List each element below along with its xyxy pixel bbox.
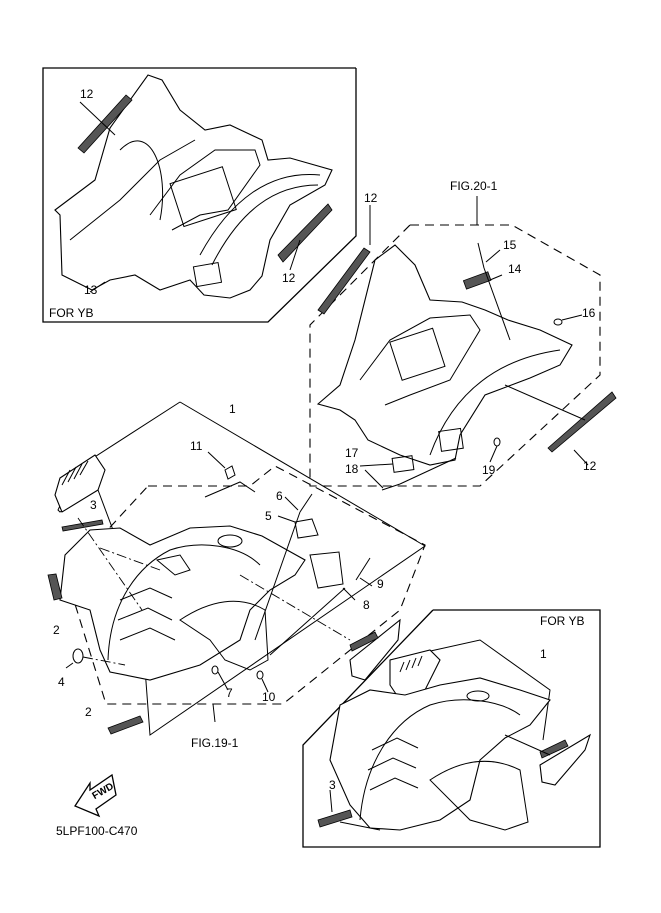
pin-6 — [299, 493, 313, 513]
front-fender — [59, 525, 306, 681]
fwd-arrow-icon — [74, 773, 117, 818]
plate-8 — [309, 551, 344, 589]
part-code: 5LPF100-C470 — [56, 824, 138, 838]
rear-fender-group — [309, 196, 617, 491]
front-fender-yb — [329, 677, 551, 831]
nut-16 — [553, 318, 563, 326]
pin-15 — [477, 242, 485, 269]
inset-top-left — [42, 67, 357, 323]
callout-11: 11 — [190, 439, 203, 453]
callout-18: 18 — [345, 462, 359, 476]
callout-17: 17 — [345, 446, 359, 460]
callout-19: 19 — [482, 463, 496, 477]
callout-3: 3 — [90, 498, 97, 512]
callout-7: 7 — [226, 686, 233, 700]
plate-17 — [391, 455, 415, 473]
side-decal-yamaha-yb — [539, 733, 591, 786]
inset-title-top-left: FOR YB — [49, 306, 94, 320]
callout-6: 6 — [276, 489, 283, 503]
side-decal-yamaha — [349, 618, 401, 681]
inset-top-left-frame — [42, 67, 357, 323]
callout-1: 1 — [229, 402, 236, 416]
inset-bottom-right-frame — [302, 609, 601, 848]
rear-fender-boundary — [309, 224, 601, 487]
callout-2-a: 2 — [53, 623, 60, 637]
callout-12-inset-a: 12 — [80, 87, 94, 101]
decal-12-c — [317, 247, 371, 315]
callout-4: 4 — [58, 675, 65, 689]
callout-5: 5 — [265, 509, 272, 523]
sticker-14 — [462, 271, 492, 290]
decal-3-yb — [317, 809, 353, 828]
callout-1-inset: 1 — [540, 647, 547, 661]
inset-bottom-right — [302, 609, 601, 848]
emblem-4 — [72, 648, 84, 664]
inset-title-bottom-right: FOR YB — [540, 614, 585, 628]
callout-2-b: 2 — [85, 705, 92, 719]
decal-3 — [61, 519, 104, 532]
callout-8: 8 — [363, 598, 370, 612]
nut-7 — [211, 665, 219, 675]
fig-ref-front: FIG.19-1 — [191, 736, 239, 750]
callout-15: 15 — [503, 238, 517, 252]
callout-12-rear-b: 12 — [583, 459, 597, 473]
decal-12-b — [277, 203, 333, 263]
callout-10: 10 — [262, 690, 276, 704]
callout-14: 14 — [508, 262, 522, 276]
nut-19 — [493, 437, 501, 447]
callout-3-inset: 3 — [329, 778, 336, 792]
front-fender-boundary — [65, 465, 426, 705]
pin-18 — [381, 483, 401, 491]
callout-16: 16 — [582, 306, 596, 320]
callout-12-rear-a: 12 — [364, 191, 378, 205]
callout-9: 9 — [377, 577, 384, 591]
pin-9 — [355, 557, 371, 581]
fig-ref-rear: FIG.20-1 — [450, 179, 498, 193]
decal-2-b — [107, 715, 144, 735]
decal-12-a — [77, 94, 133, 154]
callout-13: 13 — [84, 283, 98, 297]
plate-5 — [294, 518, 319, 539]
sticker-11 — [224, 465, 236, 480]
rear-fender — [316, 244, 573, 466]
rear-fender-yb — [54, 74, 333, 299]
decal-12-d — [547, 391, 617, 453]
decal-2-a — [47, 573, 63, 601]
nut-10 — [256, 670, 264, 680]
front-fender-group — [47, 401, 426, 736]
decal-1-top — [54, 454, 106, 513]
callout-12-inset-b: 12 — [282, 271, 296, 285]
